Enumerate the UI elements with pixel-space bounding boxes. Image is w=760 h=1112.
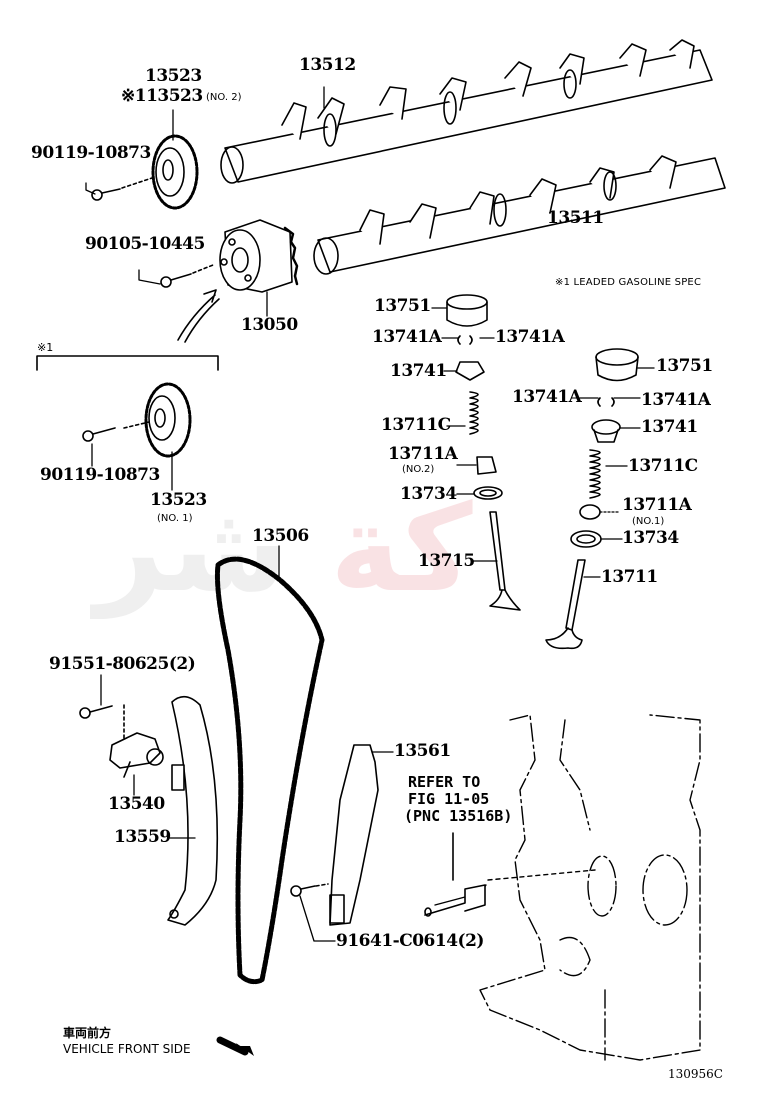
bracket-marker: ※1	[37, 341, 54, 354]
callout-lifter-a[interactable]: 13751	[374, 296, 431, 316]
vvt-gear-drawing	[160, 219, 299, 293]
callout-vvt-gear[interactable]: 13050	[241, 315, 298, 335]
callout-chain[interactable]: 13506	[252, 526, 309, 546]
sprocket-no2-note: (NO. 2)	[206, 92, 242, 103]
seat-a-note: (NO.2)	[402, 464, 435, 475]
watermark-red: ﻛﺔ	[330, 480, 473, 619]
callout-keeper-b-right[interactable]: 13741A	[641, 390, 711, 410]
dowel-pin-drawing	[424, 832, 486, 917]
callout-bolt-vvt[interactable]: 90105-10445	[85, 234, 205, 254]
sprocket-no1-drawing	[82, 382, 192, 458]
callout-intake-valve[interactable]: 13711	[601, 567, 658, 587]
callout-washer-b[interactable]: 13734	[622, 528, 679, 548]
valve-train-b-drawing	[545, 348, 639, 650]
callout-slipper[interactable]: 13559	[114, 827, 171, 847]
timing-chain-drawing	[214, 556, 325, 985]
refer-note-line2[interactable]: FIG 11-05	[408, 790, 490, 808]
tensioner-drawing	[79, 704, 164, 778]
exhaust-camshaft-drawing	[220, 39, 713, 184]
callout-damper-bolt[interactable]: 91641-C0614(2)	[336, 931, 484, 951]
callout-keeper-a-right[interactable]: 13741A	[495, 327, 565, 347]
callout-sprocket-no2[interactable]: 13523	[145, 66, 202, 86]
callout-retainer-a[interactable]: 13741	[390, 361, 447, 381]
figure-number: 130956C	[668, 1067, 723, 1081]
callout-lifter-b[interactable]: 13751	[656, 356, 713, 376]
callout-exhaust-valve[interactable]: 13715	[418, 551, 475, 571]
callout-intake-camshaft[interactable]: 13511	[547, 208, 604, 228]
front-direction-japanese: 車両前方	[63, 1026, 112, 1040]
refer-note-line3[interactable]: (PNC 13516B)	[404, 807, 513, 825]
front-direction-english: VEHICLE FRONT SIDE	[63, 1042, 191, 1056]
callout-exhaust-camshaft[interactable]: 13512	[299, 55, 356, 75]
chain-slipper-drawing	[167, 695, 219, 926]
callout-tensioner[interactable]: 13540	[108, 794, 165, 814]
callout-keeper-a-left[interactable]: 13741A	[372, 327, 442, 347]
callout-spring-b[interactable]: 13711C	[628, 456, 698, 476]
chain-damper-drawing	[290, 744, 379, 926]
intake-camshaft-drawing	[313, 155, 726, 275]
callout-bolt-lower[interactable]: 90119-10873	[40, 465, 160, 485]
callout-retainer-b[interactable]: 13741	[641, 417, 698, 437]
callout-bolt-upper[interactable]: 90119-10873	[31, 143, 151, 163]
watermark: ﺷﺮ	[95, 480, 288, 619]
direction-arrow	[177, 289, 217, 341]
sprocket-no2-drawing	[91, 134, 199, 210]
refer-note-line1: REFER TO	[408, 773, 481, 791]
callout-tensioner-bolt[interactable]: 91551-80625(2)	[49, 654, 196, 674]
sprocket-no1-note: (NO. 1)	[157, 513, 193, 524]
callout-spring-a[interactable]: 13711C	[381, 415, 451, 435]
callout-seat-a[interactable]: 13711A	[388, 444, 458, 464]
seat-b-note: (NO.1)	[632, 516, 665, 527]
callout-sprocket-no2-alt[interactable]: ※113523	[121, 86, 203, 106]
callout-damper[interactable]: 13561	[394, 741, 451, 761]
engine-block-drawing	[434, 714, 701, 1061]
bracket	[36, 355, 219, 371]
callout-seat-b[interactable]: 13711A	[622, 495, 692, 515]
callout-washer-a[interactable]: 13734	[400, 484, 457, 504]
footnote-leaded-gasoline: ※1 LEADED GASOLINE SPEC	[555, 277, 702, 288]
callout-sprocket-no1[interactable]: 13523	[150, 490, 207, 510]
leader-lines	[85, 86, 655, 942]
valve-train-a-drawing	[446, 294, 521, 611]
callout-keeper-b-left[interactable]: 13741A	[512, 387, 582, 407]
